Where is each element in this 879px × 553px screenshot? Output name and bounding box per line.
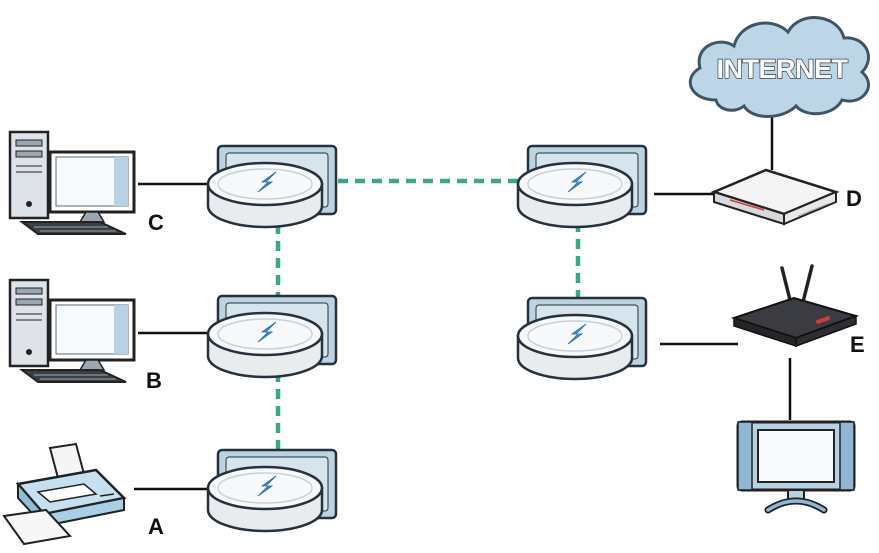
label-d: D <box>846 186 862 211</box>
wireless-links <box>275 178 581 452</box>
adapter-d-icon <box>516 144 648 229</box>
label-e: E <box>850 332 865 357</box>
cloud-label: INTERNET <box>717 54 849 84</box>
television-icon <box>738 422 854 510</box>
computer-c-icon <box>8 130 136 236</box>
modem-d-icon <box>712 168 838 226</box>
computer-b-icon <box>8 278 136 384</box>
adapter-a-icon <box>206 448 338 533</box>
router-e-icon <box>732 264 858 348</box>
label-a: A <box>148 514 164 539</box>
printer-icon <box>2 442 126 546</box>
adapter-b-icon <box>206 294 338 379</box>
internet-cloud: INTERNET <box>688 16 870 118</box>
wired-links <box>134 110 792 491</box>
adapter-e-icon <box>516 296 648 381</box>
cloud-icon <box>688 16 870 118</box>
label-b: B <box>146 368 162 393</box>
adapter-c-icon <box>206 144 338 229</box>
label-c: C <box>148 210 164 235</box>
